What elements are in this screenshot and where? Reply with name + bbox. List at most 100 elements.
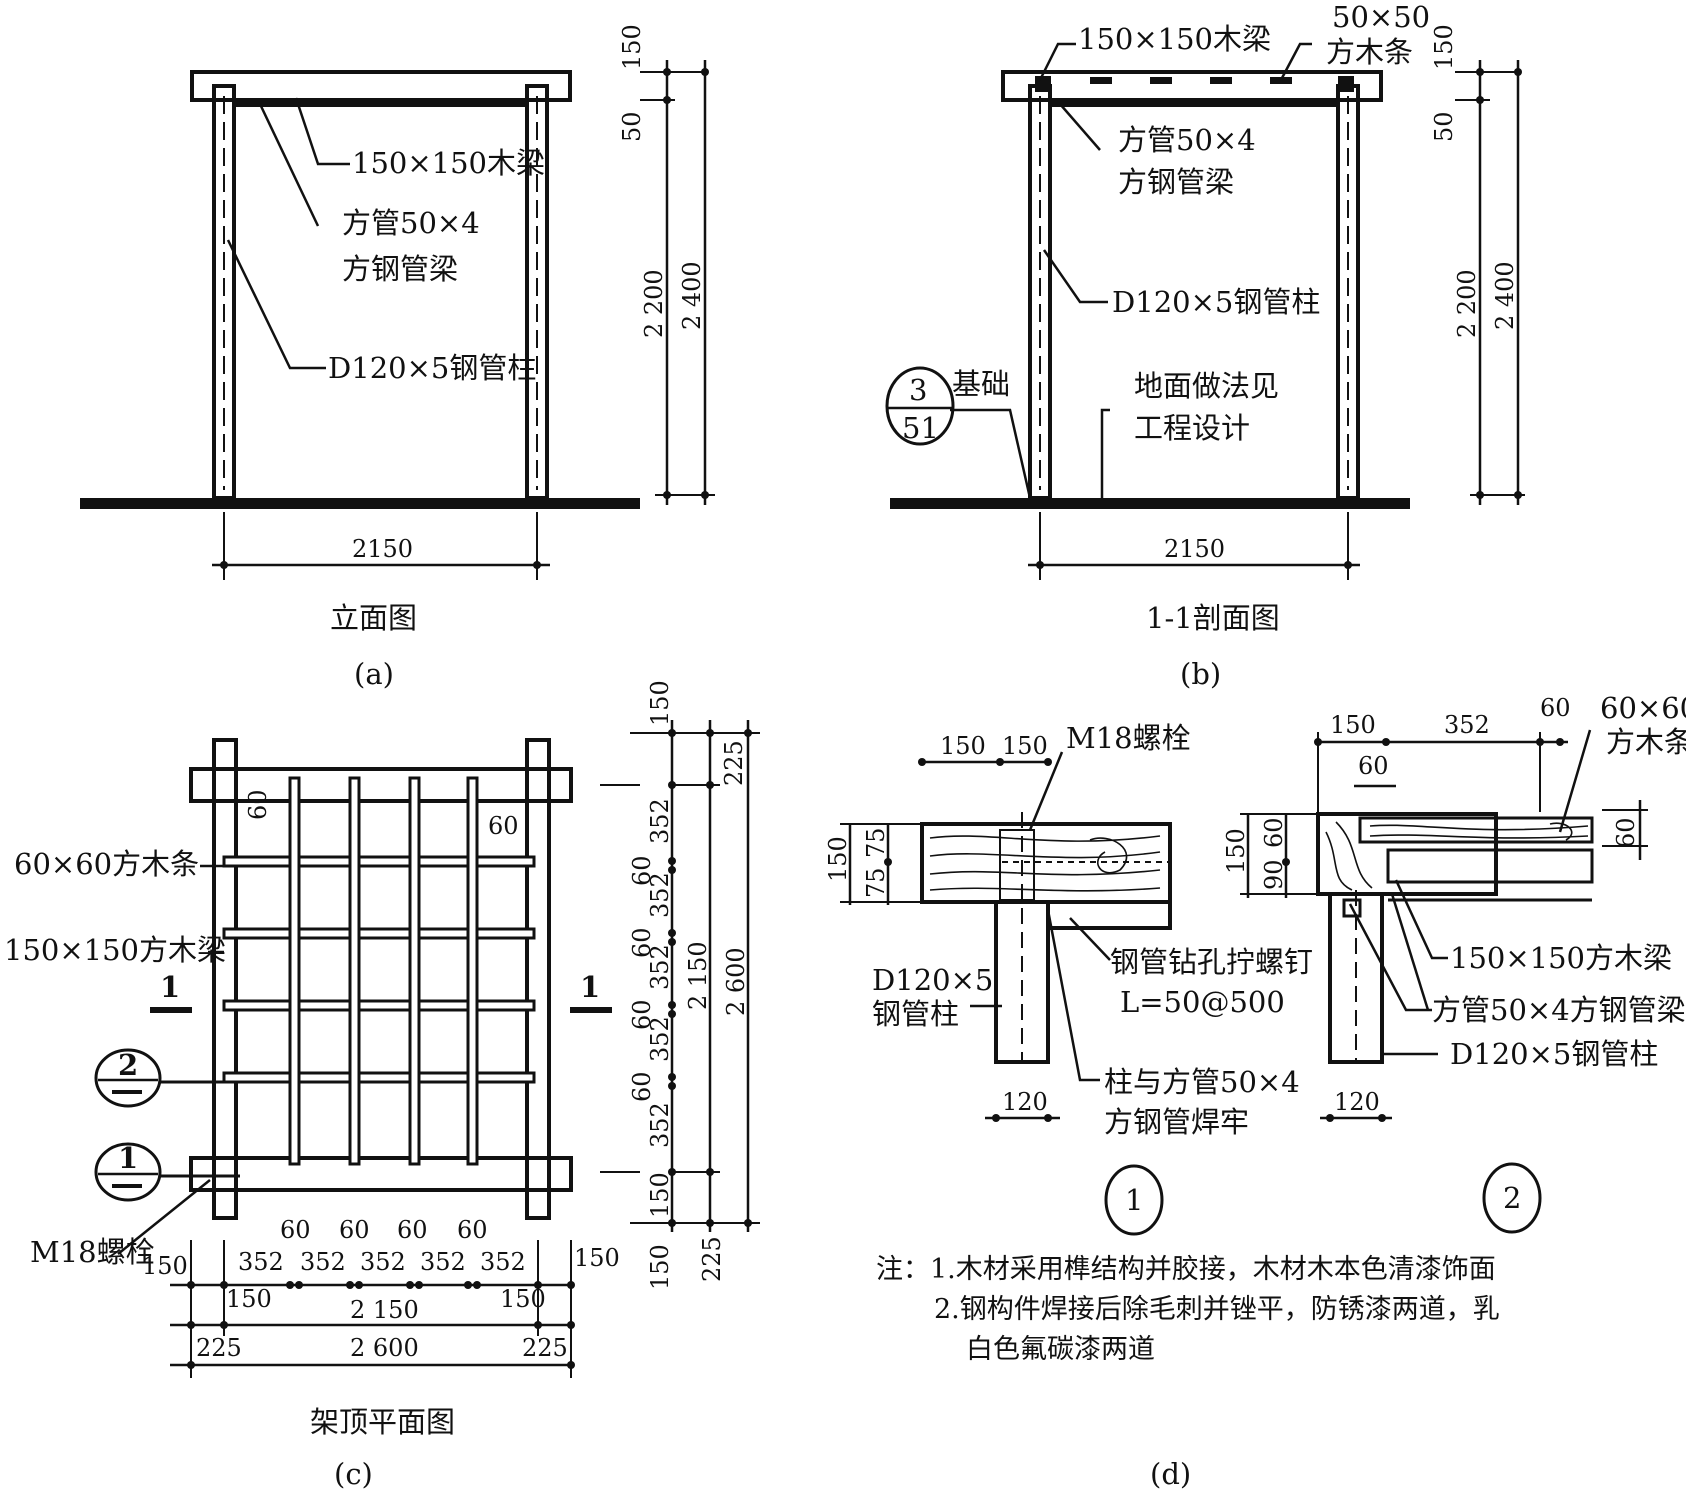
left-column xyxy=(212,84,236,500)
svg-text:60: 60 xyxy=(280,1216,311,1244)
dim-50-b: 50 xyxy=(1430,111,1458,142)
dim-2400: 2 400 xyxy=(678,261,706,330)
svg-text:75: 75 xyxy=(862,827,890,858)
svg-text:150: 150 xyxy=(646,1172,674,1218)
dim-bottom-ticks xyxy=(187,1281,575,1369)
label-steel-beam-2: 方钢管梁 xyxy=(342,252,458,286)
panel-a-elevation: 150×150木梁 方管50×4 方钢管梁 D120×5钢管柱 150 50 2… xyxy=(80,24,715,691)
svg-text:2 150: 2 150 xyxy=(684,941,712,1010)
svg-text:90: 90 xyxy=(1260,859,1288,890)
leader-wood-beam-b xyxy=(1038,42,1076,81)
plan-tube-left xyxy=(212,738,238,1220)
label-floor-1: 地面做法见 xyxy=(1134,369,1279,403)
svg-text:352: 352 xyxy=(360,1248,406,1276)
ref-bottom: 51 xyxy=(902,411,939,445)
svg-text:60: 60 xyxy=(628,927,656,958)
label-weld-2: 方钢管焊牢 xyxy=(1104,1105,1249,1139)
panel-d-tag: (d) xyxy=(1150,1457,1191,1491)
note-line-1: 注：1.木材采用榫结构并胶接，木材木本色清漆饰面 xyxy=(876,1254,1496,1285)
leader-purlin-b xyxy=(1280,42,1312,79)
note-line-2: 2.钢构件焊接后除毛刺并锉平，防锈漆两道，乳 xyxy=(934,1294,1500,1325)
steel-beam-b xyxy=(1050,100,1338,107)
detail-1: 150 150 M18螺栓 150 75 75 钢管钻孔拧螺钉 L=50@500… xyxy=(824,721,1313,1236)
panel-c-title: 架顶平面图 xyxy=(310,1405,455,1439)
ground-line xyxy=(80,498,640,509)
note-line-3: 白色氟碳漆两道 xyxy=(966,1334,1155,1365)
detail-mark-d1 xyxy=(1104,1164,1164,1236)
svg-text:150: 150 xyxy=(142,1252,188,1280)
svg-text:352: 352 xyxy=(646,1102,674,1148)
svg-text:150: 150 xyxy=(940,732,986,760)
dim-60-c-v: 60 xyxy=(244,789,272,820)
svg-text:150: 150 xyxy=(500,1285,546,1313)
detail-2: 150 352 60 60 60×60 方木条 150 90 60 60 150… xyxy=(1222,691,1686,1234)
leader-steel-beam xyxy=(258,103,320,227)
leader-floor xyxy=(1100,408,1110,498)
svg-text:352: 352 xyxy=(480,1248,526,1276)
label-foundation: 基础 xyxy=(952,367,1010,401)
panel-b-title: 1-1剖面图 xyxy=(1146,601,1280,635)
svg-text:1: 1 xyxy=(1125,1183,1143,1217)
label-screw-2: L=50@500 xyxy=(1120,985,1285,1019)
detail-mark-d2 xyxy=(1482,1162,1542,1234)
svg-text:352: 352 xyxy=(646,872,674,918)
dim-50: 50 xyxy=(618,111,646,142)
label-beam-d2: 150×150方木梁 xyxy=(1450,941,1672,975)
plan-beam-bottom xyxy=(189,1156,573,1192)
panel-c-tag: (c) xyxy=(334,1457,373,1491)
wood-beam xyxy=(190,70,572,102)
label-steel-beam-b-1: 方管50×4 xyxy=(1118,123,1256,157)
svg-text:60: 60 xyxy=(1540,694,1571,722)
svg-text:352: 352 xyxy=(238,1248,284,1276)
label-steel-beam-1: 方管50×4 xyxy=(342,206,480,240)
svg-text:1: 1 xyxy=(118,1141,138,1175)
panel-a-tag: (a) xyxy=(354,657,394,691)
leader-steel-beam-b xyxy=(1059,103,1101,151)
svg-text:2 600: 2 600 xyxy=(350,1334,419,1362)
svg-text:352: 352 xyxy=(300,1248,346,1276)
svg-text:225: 225 xyxy=(720,740,748,786)
leader-column-b xyxy=(1042,249,1108,304)
label-purlin-b-1: 50×50 xyxy=(1332,0,1430,34)
ref-top: 3 xyxy=(909,373,927,407)
label-purlin-b-2: 方木条 xyxy=(1326,35,1413,69)
svg-text:352: 352 xyxy=(646,1016,674,1062)
svg-text:150: 150 xyxy=(646,1244,674,1290)
svg-text:150: 150 xyxy=(1330,711,1376,739)
dim-150-b: 150 xyxy=(1430,24,1458,70)
svg-text:2: 2 xyxy=(1503,1181,1521,1215)
ref-circle-foundation xyxy=(885,366,955,446)
label-weld-1: 柱与方管50×4 xyxy=(1104,1065,1300,1099)
svg-text:150: 150 xyxy=(824,836,852,882)
right-column xyxy=(525,84,549,500)
panel-b-tag: (b) xyxy=(1180,657,1221,691)
label-purlin-c: 60×60方木条 xyxy=(14,847,199,881)
dim-2150-b: 2150 xyxy=(1164,535,1225,563)
leader-column xyxy=(226,239,326,370)
label-purlin-d2-1: 60×60 xyxy=(1600,691,1686,725)
panel-b-section: 150×150木梁 50×50 方木条 方管50×4 方钢管梁 D120×5钢管… xyxy=(885,0,1525,691)
label-screw-1: 钢管钻孔拧螺钉 xyxy=(1110,945,1313,979)
svg-text:60: 60 xyxy=(628,855,656,886)
svg-text:225: 225 xyxy=(698,1236,726,1282)
svg-text:150: 150 xyxy=(1222,828,1250,874)
svg-text:60: 60 xyxy=(1612,817,1640,848)
label-purlin-d2-2: 方木条 xyxy=(1606,725,1686,759)
svg-text:2 150: 2 150 xyxy=(350,1296,419,1324)
label-column-d1-1: D120×5 xyxy=(872,963,993,997)
plan-purlins-vertical xyxy=(288,776,479,1166)
svg-text:150: 150 xyxy=(226,1285,272,1313)
svg-text:150: 150 xyxy=(1002,732,1048,760)
label-steel-beam-b-2: 方钢管梁 xyxy=(1118,165,1234,199)
ground-line-b xyxy=(890,498,1410,509)
dim-2150: 2150 xyxy=(352,535,413,563)
svg-text:352: 352 xyxy=(420,1248,466,1276)
svg-text:352: 352 xyxy=(646,944,674,990)
svg-text:60: 60 xyxy=(1260,817,1288,848)
dim-2200: 2 200 xyxy=(640,269,668,338)
detail-mark-1 xyxy=(94,1142,162,1202)
svg-text:75: 75 xyxy=(862,867,890,898)
label-column-b: D120×5钢管柱 xyxy=(1112,285,1320,319)
plan-beam-top xyxy=(189,767,573,803)
svg-text:352: 352 xyxy=(1444,711,1490,739)
